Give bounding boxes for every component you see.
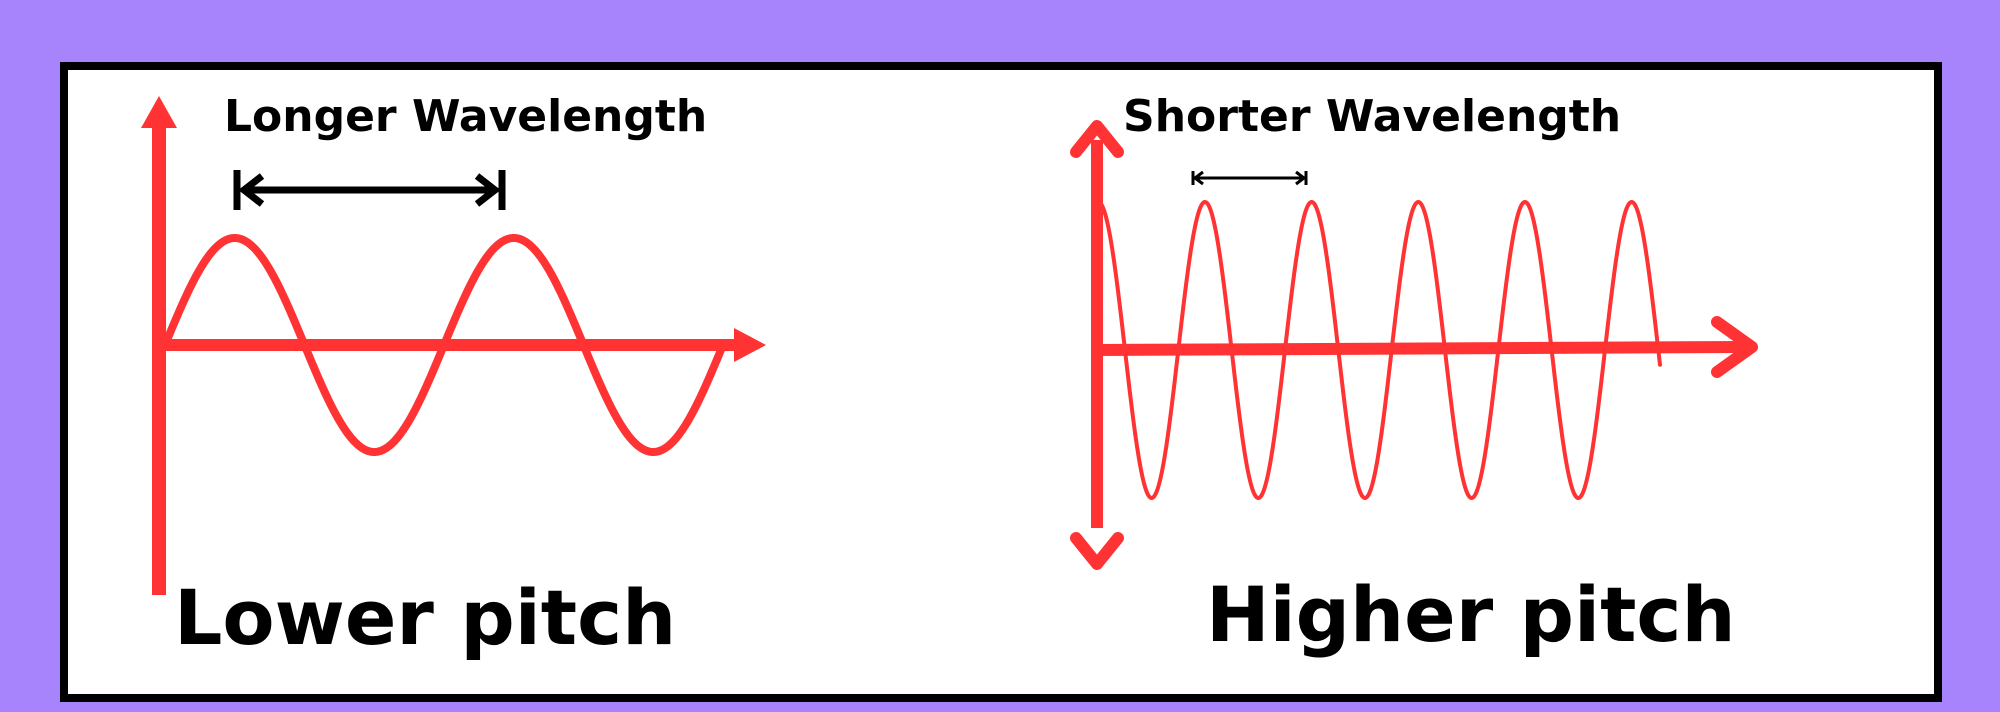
right-pitch-label: Higher pitch [1206, 570, 1736, 659]
diagram-panel [60, 62, 1942, 702]
left-wavelength-label: Longer Wavelength [224, 91, 707, 142]
right-horizontal-arrowhead-icon [1711, 316, 1758, 378]
right-wavelength-marker [1191, 170, 1308, 186]
left-sine-wave [161, 234, 727, 456]
right-vertical-bottom-arrowhead-icon [1070, 532, 1124, 570]
right-wavelength-label: Shorter Wavelength [1123, 91, 1621, 142]
right-diagram: Shorter Wavelength Higher pitch [1070, 91, 1758, 659]
left-diagram: Longer Wavelength Lower pitch [141, 91, 766, 662]
right-sine-wave [1098, 200, 1662, 500]
left-wavelength-marker [233, 170, 506, 210]
right-horizontal-axis [1096, 341, 1746, 356]
left-horizontal-arrowhead-icon [734, 328, 766, 362]
left-pitch-label: Lower pitch [174, 573, 676, 662]
left-vertical-arrowhead-icon [141, 96, 177, 128]
right-vertical-top-arrowhead-icon [1070, 120, 1124, 158]
